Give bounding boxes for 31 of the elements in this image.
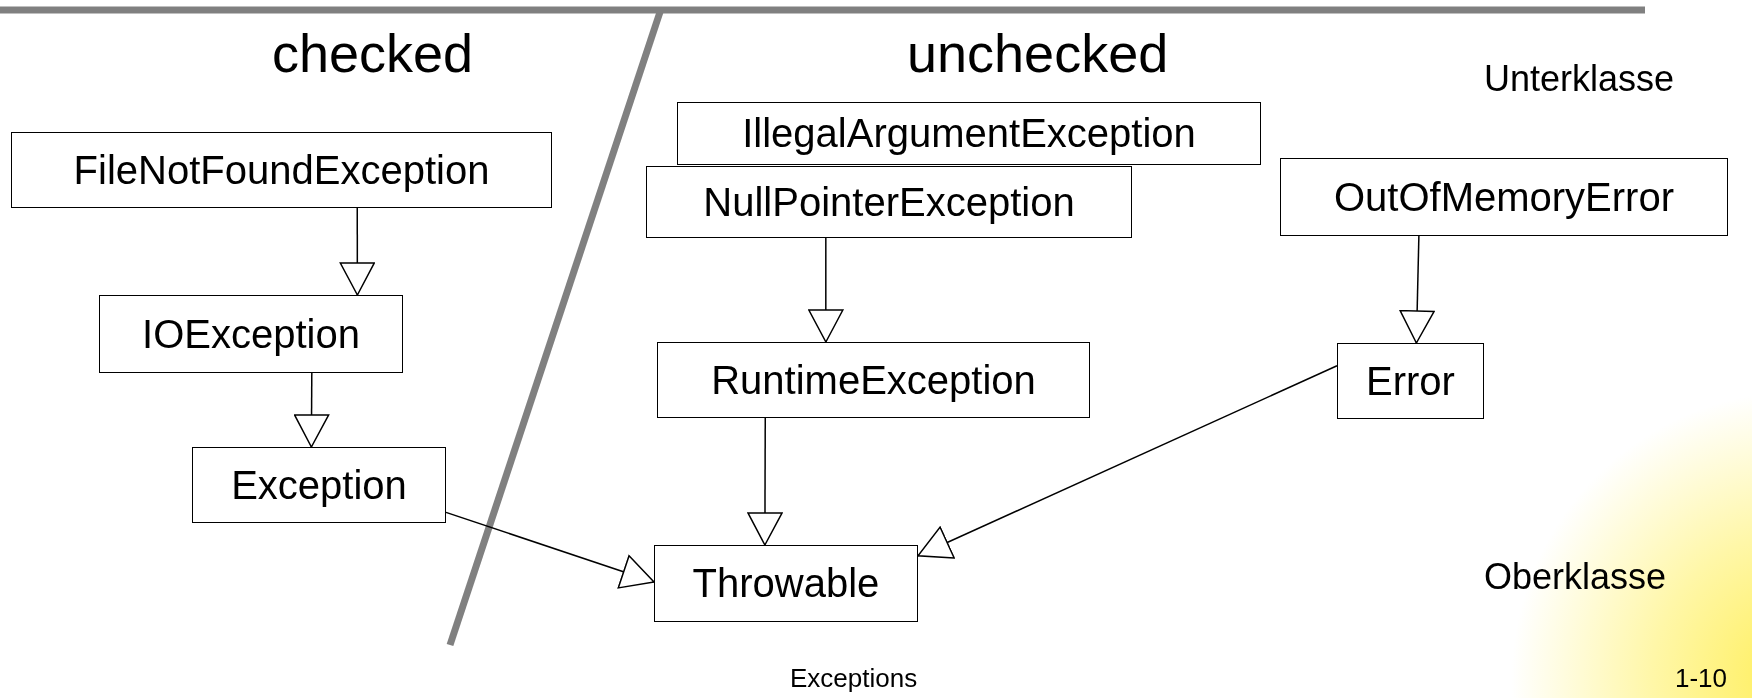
- generalization-arrow: [445, 511, 655, 589]
- section-label: Oberklasse: [1484, 556, 1667, 598]
- generalization-arrow: [293, 372, 330, 448]
- section-label: checked: [272, 22, 474, 84]
- class-name: NullPointerException: [703, 179, 1075, 225]
- class-box: [99, 295, 403, 373]
- generalization-arrow: [808, 237, 844, 343]
- class-name: Throwable: [692, 561, 880, 606]
- class-name: IOException: [142, 311, 360, 357]
- class-name: Exception: [231, 462, 407, 508]
- class-box: [677, 102, 1261, 165]
- generalization-arrow: [747, 417, 783, 546]
- footer-text: Exceptions: [790, 663, 918, 694]
- class-box: [646, 166, 1132, 238]
- class-name: RuntimeException: [711, 357, 1036, 403]
- class-name: OutOfMemoryError: [1333, 174, 1674, 220]
- class-box: [657, 342, 1090, 418]
- generalization-arrow: [339, 207, 376, 296]
- class-name: Error: [1366, 358, 1455, 404]
- section-label: unchecked: [907, 22, 1169, 84]
- section-label: Unterklasse: [1484, 58, 1675, 100]
- class-box: [654, 545, 918, 622]
- class-name: FileNotFoundException: [73, 147, 490, 193]
- class-box: [1337, 343, 1484, 419]
- generalization-arrow: [917, 365, 1338, 559]
- class-box: [192, 447, 446, 523]
- footer-text: 1-10: [1675, 663, 1728, 694]
- class-name: IllegalArgumentException: [742, 111, 1196, 156]
- class-box: [1280, 158, 1728, 236]
- generalization-arrow: [1399, 235, 1435, 344]
- class-box: [11, 132, 552, 208]
